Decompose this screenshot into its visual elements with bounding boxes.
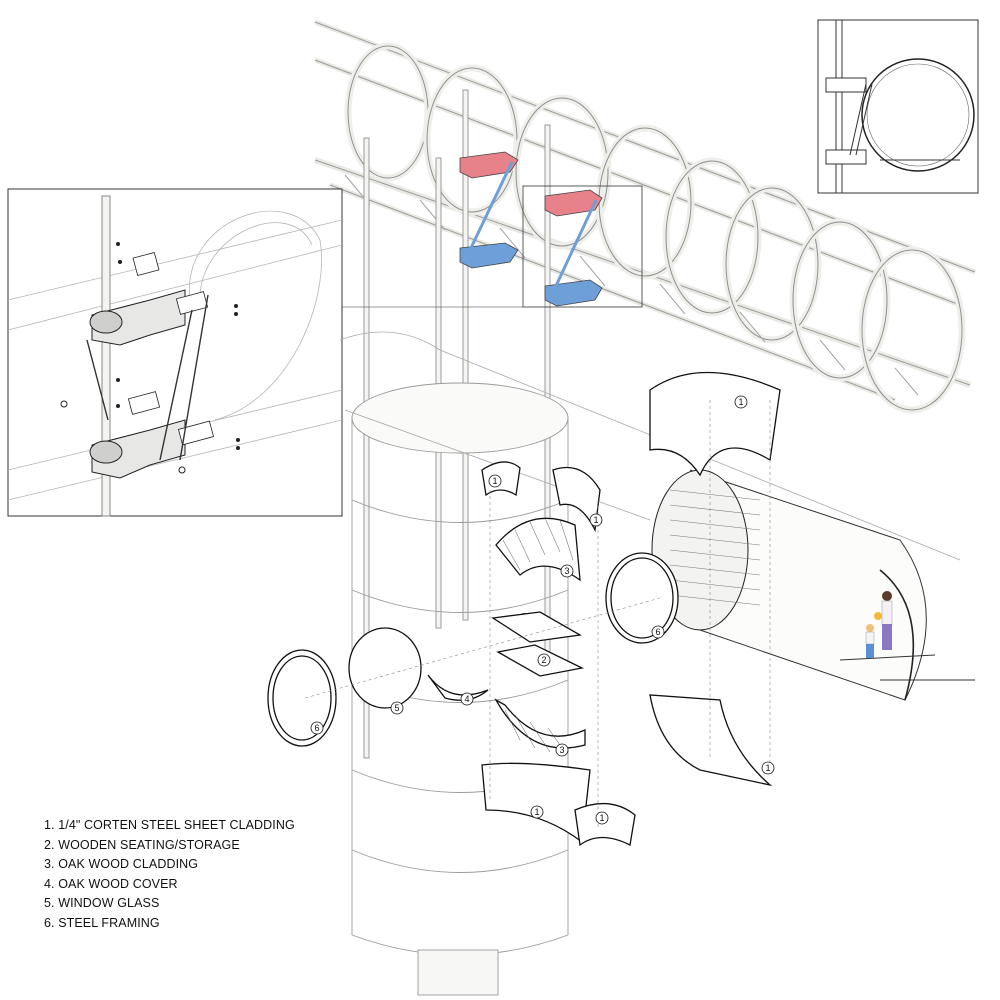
svg-text:2: 2: [541, 655, 546, 665]
bracket-red-1: [459, 151, 519, 179]
legend-item-corten-steel: 1. 1/4" CORTEN STEEL SHEET CLADDING: [44, 818, 295, 832]
cage-rings: [344, 42, 966, 414]
svg-text:1: 1: [738, 397, 743, 407]
callout-2: 2: [537, 653, 551, 667]
svg-text:1: 1: [765, 763, 770, 773]
svg-text:1: 1: [599, 813, 604, 823]
inset-clamp-upper: [89, 289, 186, 346]
corten-panel-small-mid: [552, 466, 601, 533]
callout-1-small-left: 1: [488, 474, 502, 488]
callout-4: 4: [460, 692, 474, 706]
callout-3-lower: 3: [555, 743, 569, 757]
legend-item-window-glass: 5. WINDOW GLASS: [44, 896, 160, 911]
callout-6-mid: 6: [651, 625, 665, 639]
detail-reference-box: [522, 185, 643, 308]
svg-text:1: 1: [593, 515, 598, 525]
oak-cladding-lower: [494, 698, 586, 753]
steel-framing-ring-left: [267, 649, 337, 747]
callout-1-bottom-right: 1: [761, 761, 775, 775]
legend-item-steel-framing: 6. STEEL FRAMING: [44, 915, 160, 930]
corten-panel-bottom-right: [649, 694, 773, 787]
inset-detail-top-right: [817, 19, 979, 194]
wooden-seating-top: [491, 611, 582, 643]
cage-floor-rungs: [344, 174, 919, 396]
window-glass: [348, 627, 422, 709]
svg-text:3: 3: [559, 745, 564, 755]
corten-panel-bottom-mid: [481, 762, 591, 844]
materials-legend: 1. 1/4" CORTEN STEEL SHEET CLADDING 2. W…: [44, 816, 344, 934]
callout-1-top-right: 1: [734, 395, 748, 409]
inset-detail-left: [7, 188, 343, 517]
oak-wood-cover: [427, 674, 489, 701]
alignment-guides: [304, 400, 771, 830]
part-callouts: 1 1 1 1 1 1 2 3: [310, 395, 775, 825]
svg-text:3: 3: [564, 566, 569, 576]
legend-item-wooden-seating: 2. WOODEN SEATING/STORAGE: [44, 837, 240, 852]
legend-item-oak-cover: 4. OAK WOOD COVER: [44, 876, 178, 891]
horizontal-tube: [651, 469, 975, 701]
bracket-red-2: [544, 189, 603, 217]
svg-text:5: 5: [394, 703, 399, 713]
svg-text:6: 6: [314, 723, 319, 733]
corten-panel-small-left: [481, 461, 521, 497]
bracket-blue-2: [544, 279, 603, 307]
callout-5: 5: [390, 701, 404, 715]
adult-figure: [874, 591, 893, 650]
bracket-blue-1: [459, 242, 519, 269]
callout-6-left: 6: [310, 721, 324, 735]
callout-1-bottom-mid: 1: [530, 805, 544, 819]
vertical-cylinder-body: [351, 382, 569, 996]
steel-cage-frame: [314, 19, 976, 414]
steel-framing-ring-mid: [605, 552, 679, 644]
svg-text:1: 1: [534, 807, 539, 817]
inset-bolts: [60, 242, 240, 474]
corten-panel-top-right: [649, 371, 781, 477]
svg-text:1: 1: [492, 476, 497, 486]
oak-cladding-upper: [495, 517, 581, 582]
svg-text:4: 4: [464, 694, 469, 704]
child-figure: [865, 624, 875, 658]
inset-clamp-lower: [89, 419, 186, 479]
callout-3-upper: 3: [560, 564, 574, 578]
callout-1-bottom-small: 1: [595, 811, 609, 825]
callout-1-small-mid: 1: [589, 513, 603, 527]
mounting-brackets: [459, 151, 603, 307]
corten-panel-bottom-small: [574, 802, 636, 847]
exploded-parts: [267, 371, 781, 847]
svg-text:6: 6: [655, 627, 660, 637]
legend-item-oak-cladding: 3. OAK WOOD CLADDING: [44, 857, 199, 872]
